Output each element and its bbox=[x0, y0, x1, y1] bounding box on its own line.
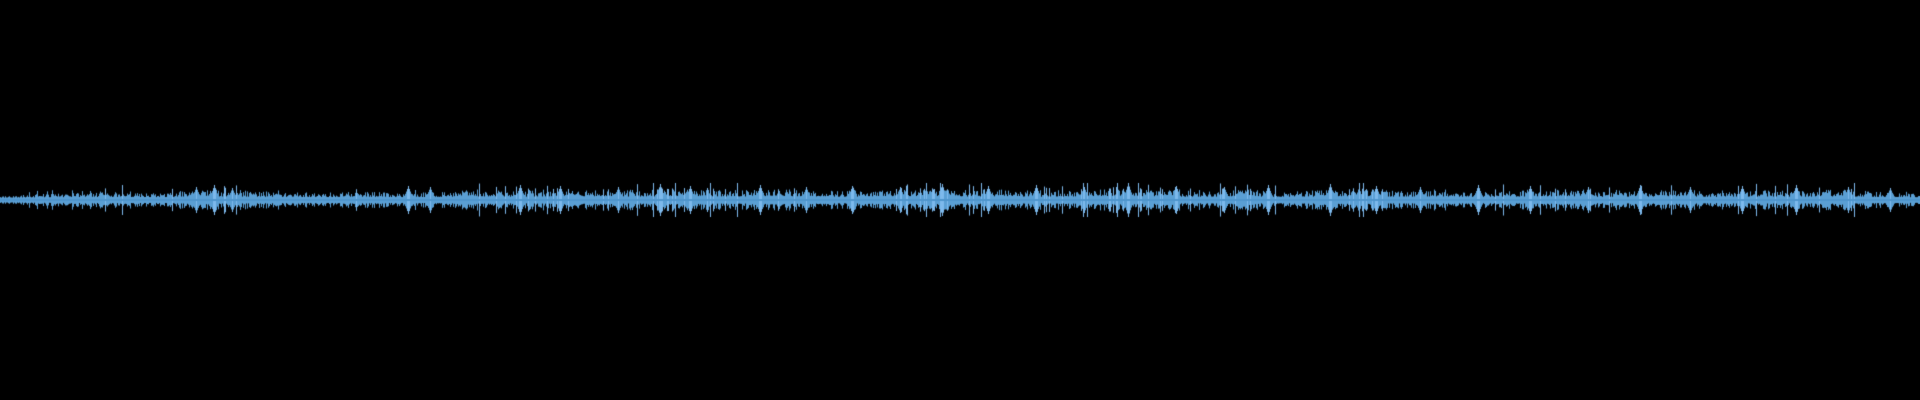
waveform-viewer[interactable] bbox=[0, 0, 1920, 400]
audio-waveform-canvas[interactable] bbox=[0, 0, 1920, 400]
